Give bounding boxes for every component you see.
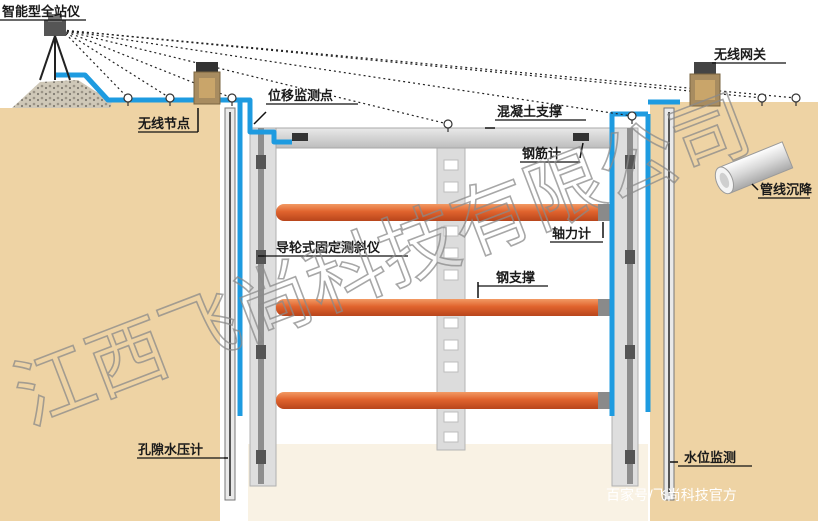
- inclinometer-probe: [625, 155, 635, 169]
- total-station-icon: [39, 14, 71, 81]
- inclinometer-probe: [256, 345, 266, 359]
- axial-force-meter-3: [598, 392, 612, 409]
- rebar-meter-right: [573, 133, 589, 141]
- prism-point: [791, 93, 801, 106]
- label-axial-force-meter: 轴力计: [552, 226, 591, 242]
- label-displacement-point: 位移监测点: [268, 88, 333, 104]
- prism-point: [443, 119, 453, 132]
- label-inclinometer: 导轮式固定测斜仪: [276, 240, 381, 256]
- buried-pipeline-icon: [714, 141, 794, 195]
- wireless-gateway-device: [689, 62, 721, 107]
- inclinometer-probe: [625, 250, 635, 264]
- leader-rebar: [579, 142, 584, 159]
- gravel-mound: [12, 80, 112, 108]
- inclinometer-probe: [256, 250, 266, 264]
- label-rebar-meter: 钢筋计: [522, 146, 561, 162]
- source-credit: 百家号/飞尚科技官方: [606, 487, 737, 504]
- label-wireless-gateway: 无线网关: [713, 47, 766, 63]
- steel-strut-3: [276, 392, 606, 409]
- inclinometer-probe: [256, 155, 266, 169]
- inclinometer-probe: [625, 345, 635, 359]
- prism-point: [165, 93, 175, 106]
- label-concrete-strut: 混凝土支撑: [497, 104, 562, 120]
- leader-displacement: [253, 111, 267, 125]
- wireless-node-device: [193, 62, 221, 105]
- prism-point: [123, 93, 133, 106]
- prism-point: [627, 111, 637, 124]
- label-steel-strut: 钢支撑: [496, 270, 535, 286]
- left-inclinometer-tube: [258, 128, 264, 484]
- sight-lines: [61, 29, 797, 125]
- pit-bottom: [248, 444, 648, 521]
- axial-force-meter-2: [598, 299, 612, 316]
- label-pipeline-settlement: 管线沉降: [760, 182, 813, 198]
- label-water-level: 水位监测: [684, 450, 736, 466]
- prism-point: [757, 93, 767, 106]
- prism-point: [227, 93, 237, 106]
- steel-strut-1: [276, 204, 606, 221]
- label-wireless-node: 无线节点: [137, 116, 190, 132]
- steel-strut-2: [276, 299, 606, 316]
- leader-pipeline: [751, 183, 759, 191]
- right-inclinometer-tube: [627, 128, 633, 484]
- soil-ground: [0, 102, 818, 521]
- inclinometer-probe: [256, 450, 266, 464]
- axial-force-meter-1: [598, 204, 612, 221]
- inclinometer-probe: [625, 450, 635, 464]
- rebar-meter-left: [292, 133, 308, 141]
- label-pore-pressure-meter: 孔隙水压计: [138, 442, 203, 458]
- label-total-station: 智能型全站仪: [2, 4, 81, 20]
